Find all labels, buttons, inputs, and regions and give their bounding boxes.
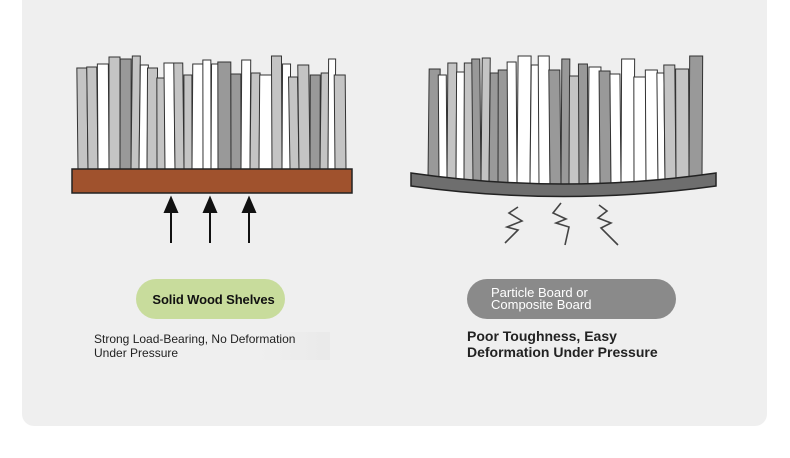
book-spine — [309, 74, 321, 170]
book-spine — [497, 69, 509, 185]
book-spine — [270, 55, 283, 170]
book-spine — [191, 63, 205, 170]
book-spine — [537, 55, 551, 187]
book-spine — [560, 58, 571, 187]
book-spine — [455, 71, 466, 182]
book-spine — [230, 73, 242, 170]
solid-wood-description: Strong Load-Bearing, No Deformation Unde… — [94, 332, 330, 360]
book-spine — [249, 72, 261, 170]
book-spine — [96, 63, 110, 170]
book-spine — [620, 58, 636, 185]
book-spine — [173, 62, 185, 170]
book-spine — [633, 76, 647, 184]
book-spine — [202, 59, 212, 170]
particle-board-description: Poor Toughness, Easy Deformation Under P… — [467, 328, 677, 360]
crack-lines-icon — [504, 202, 619, 246]
book-spine — [548, 69, 562, 187]
book-spine — [297, 64, 311, 170]
book-spine — [471, 58, 482, 183]
book-spine — [240, 59, 252, 170]
book-spine — [516, 55, 532, 186]
support-arrows-icon — [163, 195, 257, 243]
book-spine — [675, 68, 690, 180]
book-spine — [217, 61, 232, 170]
book-spine — [577, 63, 589, 187]
books-right-icon — [427, 55, 704, 187]
book-spine — [108, 56, 121, 170]
book-spine — [76, 67, 89, 170]
books-left-icon — [76, 55, 347, 170]
book-spine — [146, 67, 159, 170]
book-spine — [644, 69, 659, 183]
particle-board-description-line2: Deformation Under Pressure — [467, 344, 658, 360]
particle-board-label-line1: Particle Board or — [491, 285, 588, 300]
solid-wood-label-text: Solid Wood Shelves — [152, 291, 275, 307]
book-spine — [333, 74, 347, 170]
book-spine — [288, 76, 300, 170]
book-spine — [506, 61, 518, 186]
book-spine — [86, 66, 99, 170]
book-spine — [598, 70, 612, 186]
book-spine — [663, 64, 677, 182]
bent-board-shelf-icon — [410, 172, 717, 198]
solid-wood-description-line1: Strong Load-Bearing, No Deformation — [94, 332, 296, 346]
particle-board-description-line1: Poor Toughness, Easy — [467, 328, 617, 344]
solid-wood-shelf-icon — [71, 168, 353, 194]
book-spine — [119, 58, 132, 170]
solid-wood-label: Solid Wood Shelves — [136, 279, 285, 319]
book-spine — [183, 74, 193, 170]
book-spine — [437, 74, 448, 180]
book-spine — [446, 62, 458, 181]
book-spine — [688, 55, 704, 179]
particle-board-label: Particle Board or Composite Board — [467, 279, 676, 319]
book-spine — [568, 75, 581, 187]
book-spine — [609, 73, 622, 186]
solid-wood-description-line2: Under Pressure — [94, 346, 179, 360]
particle-board-label-line2: Composite Board — [491, 297, 592, 312]
book-spine — [258, 74, 274, 170]
book-spine — [163, 62, 176, 170]
